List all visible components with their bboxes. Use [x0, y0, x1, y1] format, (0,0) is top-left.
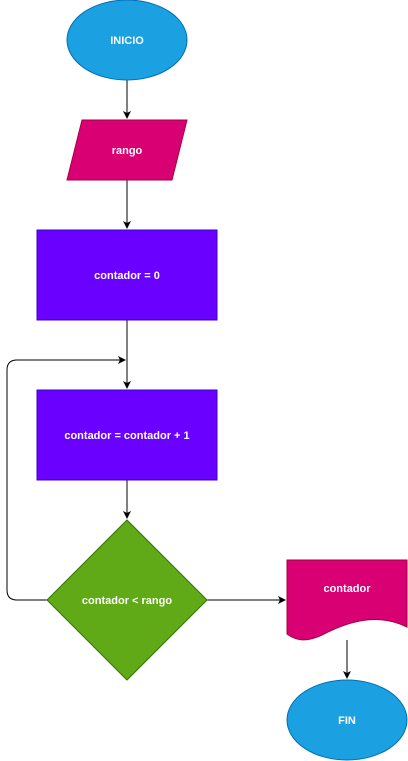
end-ellipse: [286, 679, 408, 761]
decision-node: contador < rango: [46, 519, 208, 681]
start-ellipse: [66, 0, 188, 81]
input-node: rango: [66, 119, 188, 181]
init-label: contador = 0: [94, 270, 160, 282]
decision-diamond: [46, 519, 208, 681]
init-node: contador = 0: [36, 229, 218, 321]
edge-loop-back: [6, 356, 126, 601]
start-label: INICIO: [110, 35, 144, 47]
increment-node: contador = contador + 1: [36, 389, 218, 481]
output-label: contador: [323, 583, 371, 595]
decision-label: contador < rango: [82, 595, 172, 607]
output-node: contador: [286, 559, 408, 641]
end-node: FIN: [286, 679, 408, 761]
increment-rect: [36, 389, 218, 481]
end-label: FIN: [338, 715, 356, 727]
input-label: rango: [112, 145, 143, 157]
init-rect: [36, 229, 218, 321]
output-document-shape: [286, 559, 408, 641]
increment-label: contador = contador + 1: [64, 430, 189, 442]
start-node: INICIO: [66, 0, 188, 81]
input-parallelogram: [66, 119, 188, 181]
